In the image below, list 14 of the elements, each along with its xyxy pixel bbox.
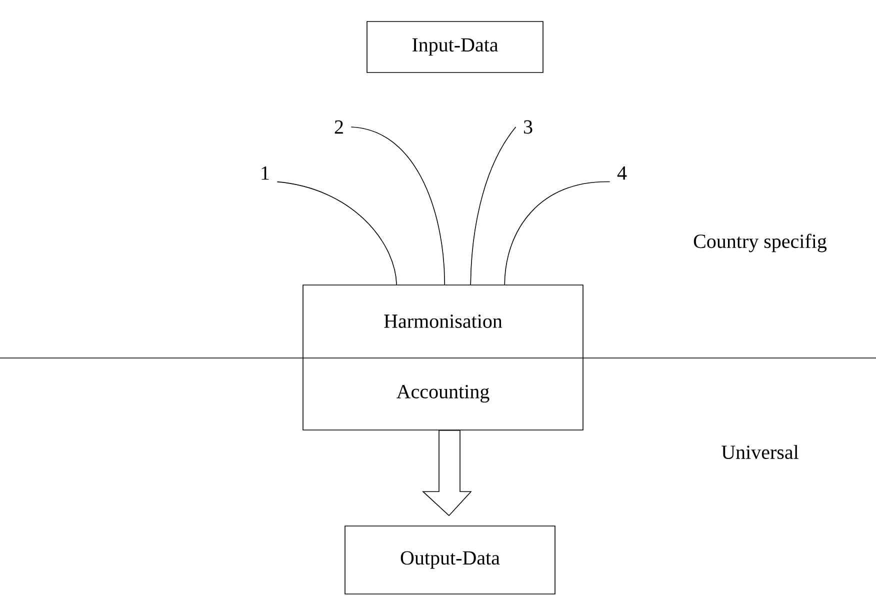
input-number: 4 — [617, 166, 627, 180]
connector-curve — [276, 181, 397, 285]
connector-curve — [504, 181, 610, 285]
block-arrow — [422, 430, 472, 516]
process-box: Input-Data — [366, 21, 544, 73]
input-number: 2 — [334, 120, 343, 134]
connector-curve — [350, 126, 445, 285]
region-label: Universal — [722, 444, 798, 460]
connector-curve — [470, 126, 516, 285]
input-number: 3 — [524, 120, 532, 134]
region-label: Country specifig — [694, 234, 827, 252]
input-number: 1 — [262, 166, 269, 180]
process-box: Harmonisation Accounting — [302, 284, 584, 430]
process-box: Output-Data — [344, 526, 556, 594]
